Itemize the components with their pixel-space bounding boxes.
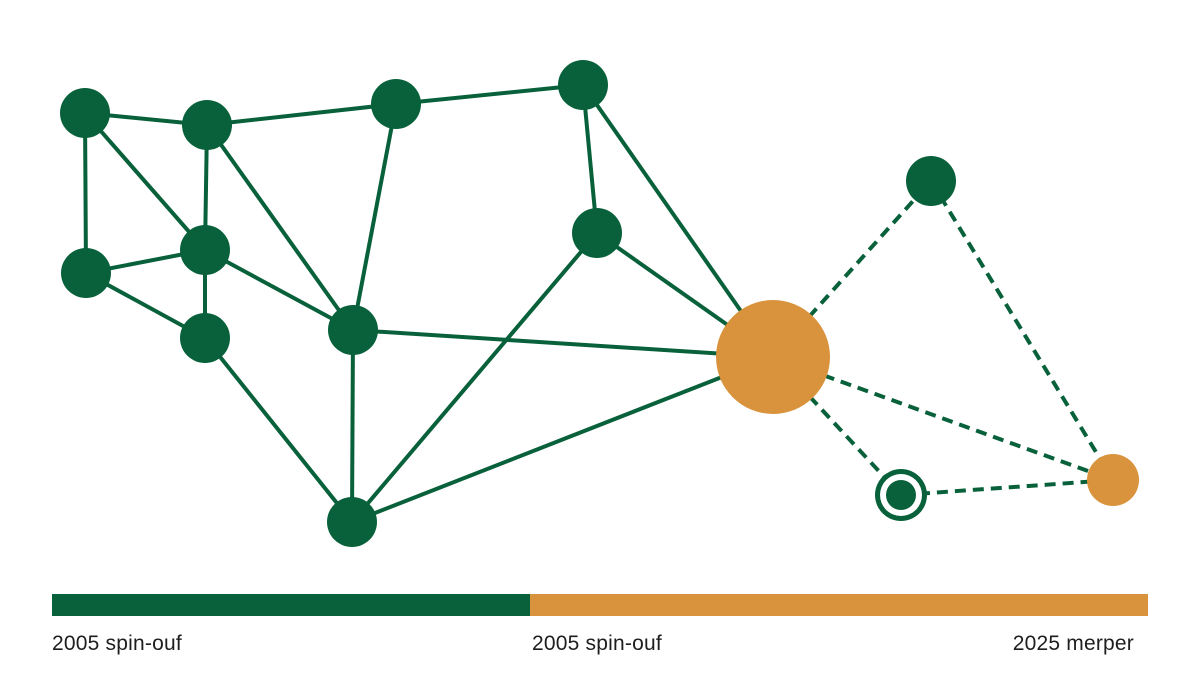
node-n8 [558,60,608,110]
node-n13 [875,469,927,521]
edge-n3-n8 [395,83,584,106]
timeline-label-start: 2005 spin-ouf [52,632,182,655]
node-n10 [327,497,377,547]
edge-n1-n5 [83,111,207,252]
node-n3 [371,79,421,129]
edge-n10-hub [351,355,774,524]
node-n14 [1087,454,1139,506]
node-n2 [182,100,232,150]
edge-n6-n10 [203,336,354,524]
edge-hub-n13 [771,355,903,497]
nodes-layer [60,60,1139,547]
edge-n2-n3 [206,102,397,127]
node-n4 [61,248,111,298]
node-n1 [60,88,110,138]
edge-n13-n14 [900,478,1114,497]
timeline-label-mid: 2005 spin-ouf [532,632,662,655]
timeline-bar-green [52,594,530,616]
edge-n2-n7 [205,123,355,332]
edge-n7-hub [352,328,774,359]
node-n6 [180,313,230,363]
edge-n12-n14 [929,179,1115,482]
node-hub [716,300,830,414]
timeline-bar-orange [530,594,1148,616]
timeline-label-end: 2025 merper [1012,632,1134,655]
edge-n5-n7 [204,248,354,332]
edges-layer [83,83,1115,524]
edge-n9-n10 [350,231,599,524]
network-diagram [60,60,1139,547]
edge-hub-n14 [772,355,1114,482]
node-n12 [906,156,956,206]
edge-n3-n7 [351,103,398,331]
edge-n1-n4 [83,112,88,274]
node-n7 [328,305,378,355]
node-n5 [180,225,230,275]
edge-n7-n10 [350,329,355,523]
node-n9 [572,208,622,258]
